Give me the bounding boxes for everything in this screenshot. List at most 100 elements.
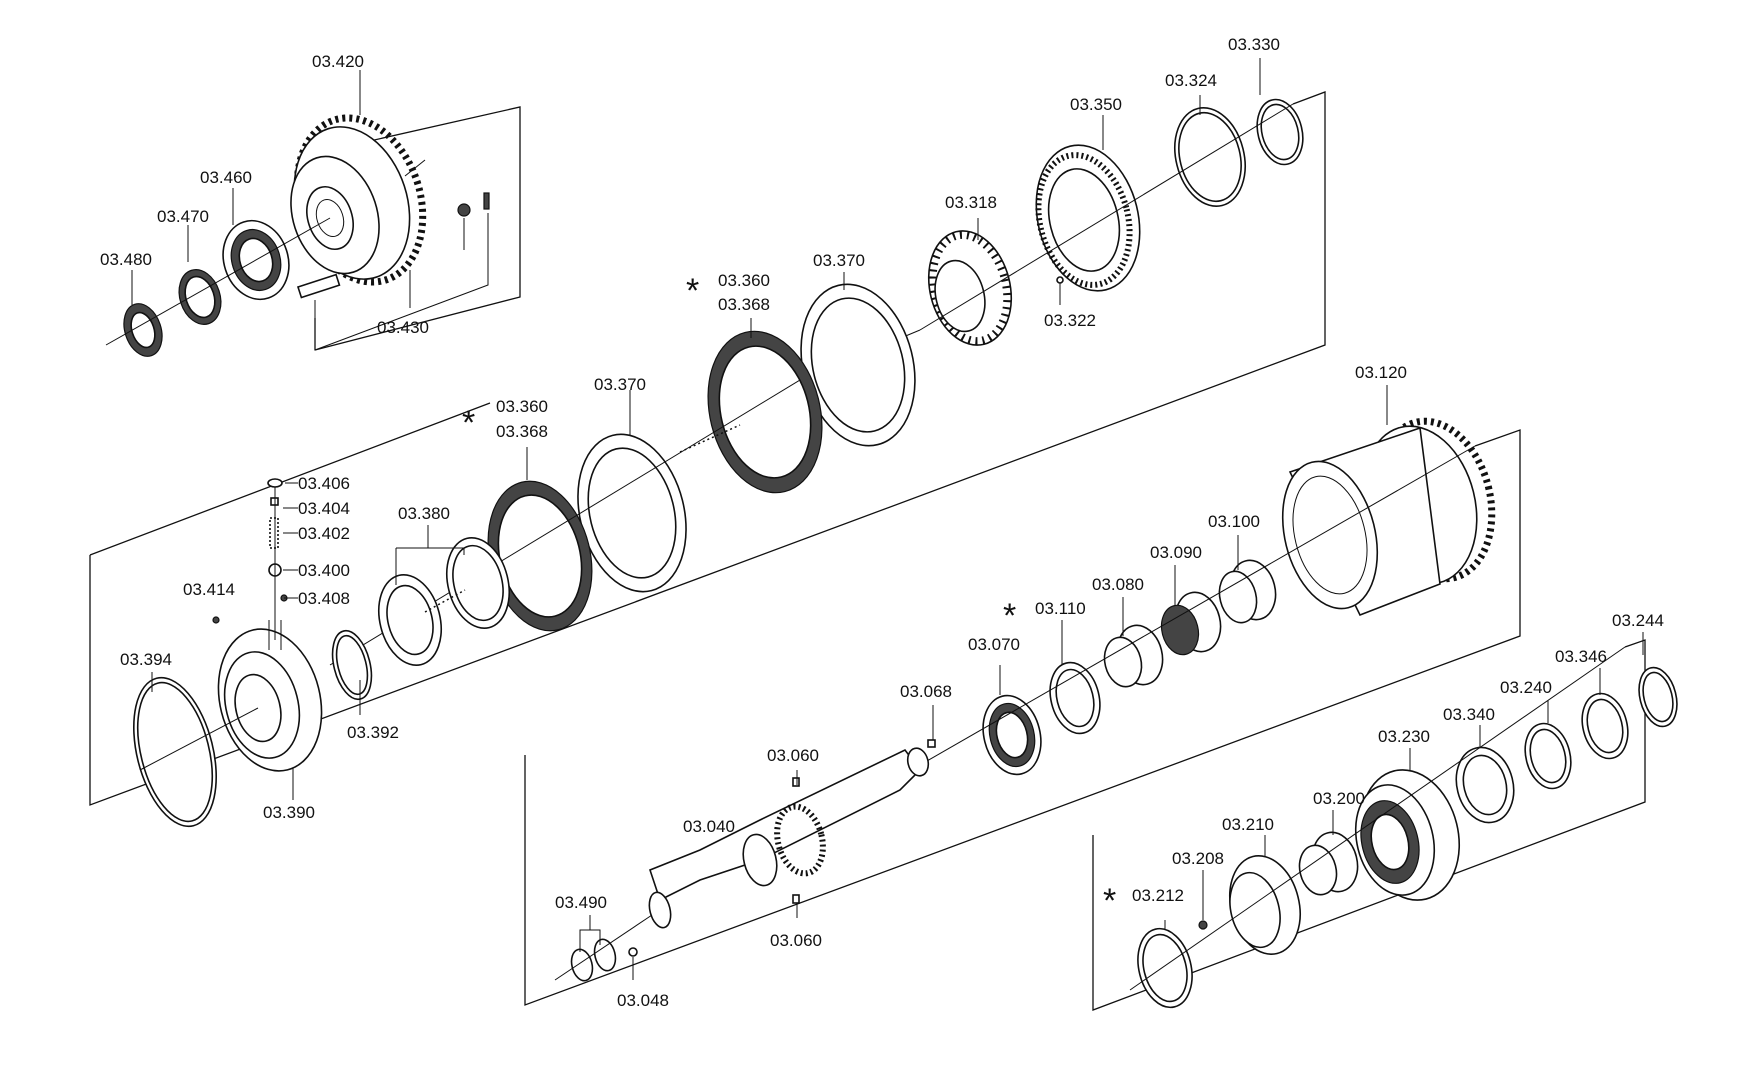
- snaprings-03-490: [570, 938, 617, 982]
- plate-03-370-lower: [577, 433, 687, 593]
- label-03-346: 03.346: [1555, 647, 1607, 666]
- bracket-03-430: [314, 213, 489, 351]
- label-03-210: 03.210: [1222, 815, 1274, 834]
- label-03-060-top: 03.060: [767, 746, 819, 765]
- label-03-200: 03.200: [1313, 789, 1365, 808]
- label-03-368-upper: 03.368: [718, 295, 770, 314]
- axis-lower-right: [1129, 646, 1626, 991]
- ring-03-340: [1455, 746, 1515, 824]
- nut-03-480: [123, 303, 163, 357]
- plate-03-380-b: [446, 536, 510, 630]
- frame-mid-left: [89, 91, 1326, 806]
- axis-gear-right: [404, 159, 426, 177]
- disc-03-360-upper: [707, 330, 823, 494]
- label-03-100: 03.100: [1208, 512, 1260, 531]
- axis-shaft-left: [554, 914, 653, 981]
- label-03-324: 03.324: [1165, 71, 1217, 90]
- bolt-03-430: [296, 192, 490, 299]
- bushing-03-200: [1298, 831, 1359, 896]
- label-03-350: 03.350: [1070, 95, 1122, 114]
- label-03-460: 03.460: [200, 168, 252, 187]
- plate-03-370-upper: [800, 283, 916, 447]
- label-03-048: 03.048: [617, 991, 669, 1010]
- leader-lines: [131, 58, 1644, 980]
- carrier-03-210: [1229, 854, 1301, 956]
- shaft-03-040: [648, 747, 930, 929]
- label-03-480: 03.480: [100, 250, 152, 269]
- label-03-318: 03.318: [945, 193, 997, 212]
- label-03-230: 03.230: [1378, 727, 1430, 746]
- label-03-368-lower: 03.368: [496, 422, 548, 441]
- ball-03-048: [628, 947, 638, 957]
- label-03-060-bottom: 03.060: [770, 931, 822, 950]
- axis-upper-left: [105, 217, 331, 346]
- label-03-406: 03.406: [298, 474, 350, 493]
- drum-03-120: [1281, 417, 1496, 617]
- gear-03-420: [290, 114, 427, 286]
- axis-piston: [139, 707, 259, 771]
- bushing-03-100: [1218, 559, 1277, 624]
- label-03-414: 03.414: [183, 580, 235, 599]
- label-03-470: 03.470: [157, 207, 209, 226]
- label-03-068: 03.068: [900, 682, 952, 701]
- dots-link-upper: [679, 424, 741, 453]
- plate-03-350: [1035, 144, 1141, 292]
- label-03-370-upper: 03.370: [813, 251, 865, 270]
- frame-lower-right: [1092, 639, 1646, 1011]
- pin-03-068: [927, 739, 936, 748]
- ball-03-322: [1056, 276, 1064, 284]
- asterisk-03-110: *: [1003, 597, 1016, 635]
- axis-center-shaft: [919, 445, 1476, 766]
- label-03-120: 03.120: [1355, 363, 1407, 382]
- hub-03-318: [927, 230, 1013, 346]
- label-03-240: 03.240: [1500, 678, 1552, 697]
- ball-03-208: [1198, 920, 1208, 930]
- label-03-490: 03.490: [555, 893, 607, 912]
- snapring-03-330: [1256, 98, 1304, 166]
- label-03-340: 03.340: [1443, 705, 1495, 724]
- snapring-03-244: [1638, 666, 1678, 728]
- label-03-070: 03.070: [968, 635, 1020, 654]
- ring-03-240: [1524, 722, 1572, 790]
- asterisk-lower: *: [462, 404, 475, 442]
- label-03-360-lower: 03.360: [496, 397, 548, 416]
- label-03-330: 03.330: [1228, 35, 1280, 54]
- ring-03-392: [331, 629, 373, 701]
- label-03-370-lower: 03.370: [594, 375, 646, 394]
- label-03-420: 03.420: [312, 52, 364, 71]
- piston-03-390: [217, 628, 323, 772]
- frame-upper-left: [314, 106, 521, 351]
- valve-stack-03-400: [212, 478, 288, 650]
- frame-center: [524, 429, 1521, 1006]
- label-03-392: 03.392: [347, 723, 399, 742]
- washer-03-110: [1049, 661, 1101, 735]
- label-03-208: 03.208: [1172, 849, 1224, 868]
- label-03-430: 03.430: [377, 318, 429, 337]
- label-03-394: 03.394: [120, 650, 172, 669]
- asterisk-upper: *: [686, 272, 699, 310]
- ring-03-324: [1174, 106, 1246, 208]
- bushing-03-080: [1103, 624, 1164, 688]
- ring-03-346: [1581, 692, 1629, 760]
- bearing-03-230: [1354, 769, 1461, 901]
- washer-03-212: [1137, 927, 1193, 1009]
- label-03-244: 03.244: [1612, 611, 1664, 630]
- frame-mid-left-top: [89, 402, 491, 556]
- asterisk-03-212: *: [1103, 882, 1116, 920]
- axis-upper-clutch: [919, 103, 1294, 331]
- label-03-110: 03.110: [1035, 599, 1086, 618]
- label-03-380: 03.380: [398, 504, 450, 523]
- label-03-408: 03.408: [298, 589, 350, 608]
- label-03-212: 03.212: [1132, 886, 1184, 905]
- bushing-03-090: [1160, 591, 1222, 656]
- label-03-390: 03.390: [263, 803, 315, 822]
- label-03-322: 03.322: [1044, 311, 1096, 330]
- ring-03-470: [178, 269, 222, 325]
- label-03-080: 03.080: [1092, 575, 1144, 594]
- bearing-03-070: [982, 694, 1042, 776]
- label-03-404: 03.404: [298, 499, 350, 518]
- plate-03-380-a: [378, 573, 442, 667]
- label-03-400: 03.400: [298, 561, 350, 580]
- label-03-360-upper: 03.360: [718, 271, 770, 290]
